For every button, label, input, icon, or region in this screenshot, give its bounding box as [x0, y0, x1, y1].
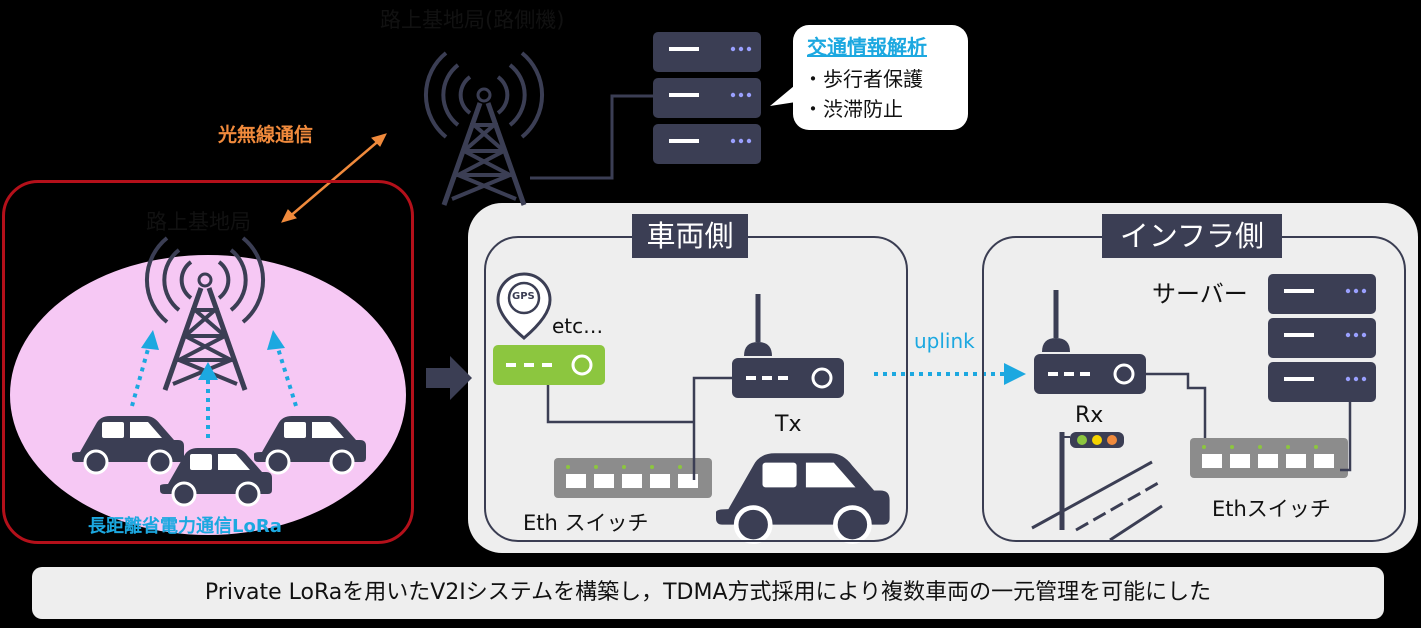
infra-switch-label: Ethスイッチ — [1212, 497, 1331, 521]
road-icon — [1031, 460, 1163, 542]
bubble-item-pedestrian: ・歩行者保護 — [803, 67, 923, 91]
gps-pin-icon — [496, 272, 552, 340]
transition-arrow-icon — [426, 356, 472, 400]
gps-icon-text: GPS — [512, 291, 535, 302]
bottom-caption: Private LoRaを用いたV2Iシステムを構築し，TDMA方式採用により複… — [32, 567, 1384, 619]
vehicle-wiring — [546, 376, 732, 480]
lora-uplink-arrowheads — [141, 330, 285, 380]
optical-link-arrow — [281, 133, 387, 223]
rx-label: Rx — [1075, 403, 1104, 428]
lora-caption: 長距離省電力通信LoRa — [88, 516, 282, 537]
tower-server-connector — [530, 94, 653, 180]
uplink-label: uplink — [914, 329, 975, 353]
bubble-item-congestion: ・渋滞防止 — [803, 97, 903, 121]
top-tower-icon — [426, 53, 542, 205]
rx-router-icon — [1032, 290, 1148, 396]
lora-region — [2, 180, 414, 544]
server-label: サーバー — [1152, 280, 1248, 308]
green-device-icon — [493, 345, 605, 385]
infra-side-title: インフラ側 — [1102, 214, 1282, 258]
analysis-bubble: 交通情報解析 ・歩行者保護 ・渋滞防止 — [793, 25, 968, 130]
bubble-tail — [770, 86, 796, 106]
vehicle-side-box — [484, 236, 908, 542]
infra-wiring — [1146, 372, 1352, 472]
tx-router-icon — [730, 294, 846, 400]
traffic-light-icon — [1059, 432, 1124, 530]
vehicle-side-title: 車両側 — [632, 214, 748, 258]
bubble-title: 交通情報解析 — [807, 35, 927, 59]
optical-link-label: 光無線通信 — [218, 124, 314, 146]
uplink-arrow — [874, 363, 1026, 385]
tx-label: Tx — [775, 412, 802, 437]
vehicle-switch-label: Eth スイッチ — [523, 511, 649, 535]
top-server-stack-icon — [653, 32, 761, 164]
top-station-label: 路上基地局(路側機) — [380, 8, 565, 32]
etc-label: etc… — [552, 314, 604, 338]
lora-uplink-arrows — [130, 341, 298, 438]
lora-station-label: 路上基地局 — [146, 210, 251, 234]
